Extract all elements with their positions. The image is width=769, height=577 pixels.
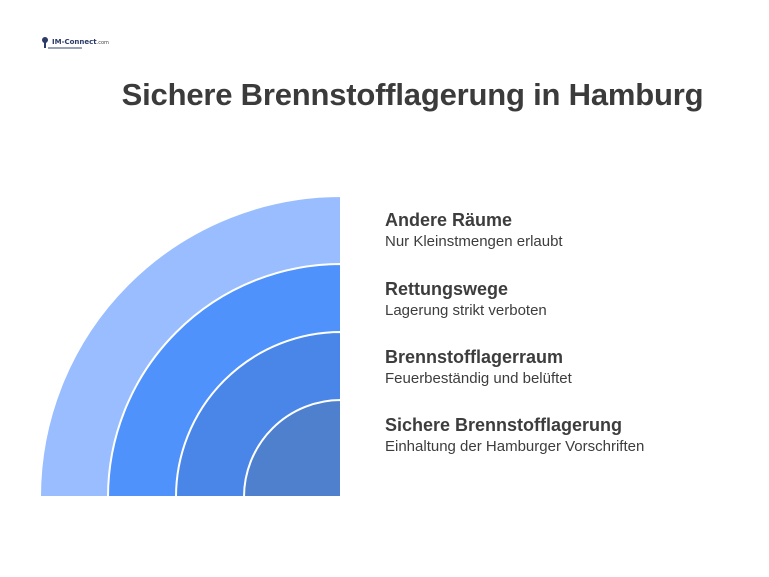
logo-text: IM-Connect.com: [52, 37, 109, 46]
logo-mark-icon: [42, 37, 48, 48]
legend-item-description: Feuerbeständig und belüftet: [385, 370, 572, 387]
ring-sichere-brennstofflagerung: [242, 398, 342, 498]
legend-item-title: Brennstofflagerraum: [385, 347, 564, 367]
legend-item-title: Sichere Brennstofflagerung: [385, 415, 623, 435]
legend-item-brennstofflagerraum: Brennstofflagerraum Feuerbeständig und b…: [385, 346, 572, 389]
brand-logo: IM-Connect.com: [40, 36, 109, 48]
legend-item-description: Einhaltung der Hamburger Vorschriften: [385, 438, 645, 455]
legend-item-description: Nur Kleinstmengen erlaubt: [385, 233, 563, 250]
logo-tagline-line: [48, 47, 82, 49]
legend-item-rettungswege: Rettungswege Lagerung strikt verboten: [385, 278, 547, 321]
legend-item-description: Lagerung strikt verboten: [385, 302, 547, 319]
legend-item-andere-raeume: Andere Räume Nur Kleinstmengen erlaubt: [385, 209, 563, 252]
legend-item-sichere-brennstofflagerung: Sichere Brennstofflagerung Einhaltung de…: [385, 414, 644, 457]
page-title: Sichere Brennstofflagerung in Hamburg: [121, 77, 704, 112]
legend-item-title: Andere Räume: [385, 210, 513, 230]
legend-item-title: Rettungswege: [385, 279, 509, 299]
